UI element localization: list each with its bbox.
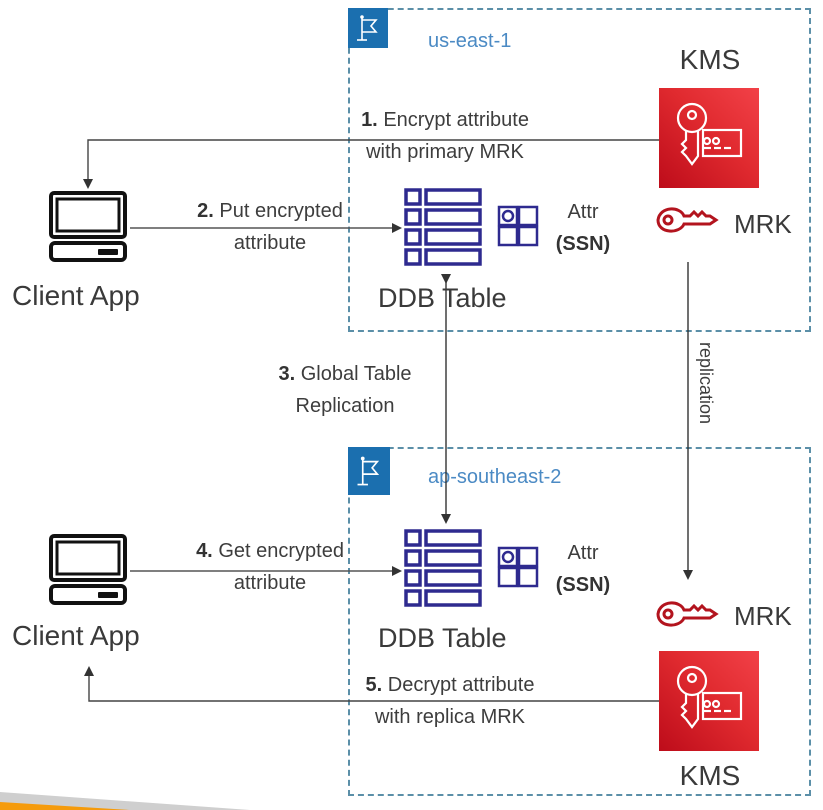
key-card-icon xyxy=(676,102,743,166)
kms-label-bottom: KMS xyxy=(679,760,741,791)
region-flag-us-east-1 xyxy=(348,8,388,48)
client-app-icon-bottom xyxy=(49,534,127,605)
region-us-east-1 xyxy=(348,8,811,332)
dynamodb-table-icon-bottom xyxy=(404,529,482,607)
mrk-label-bottom: MRK xyxy=(734,601,792,631)
ddb-table-label-top: DDB Table xyxy=(378,283,507,313)
decorative-stripe-gray xyxy=(0,792,250,810)
step-3-number: 3. xyxy=(278,363,296,385)
region-ap-southeast-2 xyxy=(348,447,811,796)
attr-value-bottom: (SSN) xyxy=(555,574,611,596)
step-1-label: 1. Encrypt attribute with primary MRK xyxy=(330,104,560,168)
ddb-table-label-bottom: DDB Table xyxy=(378,623,507,653)
attr-name-bottom: Attr xyxy=(567,542,599,564)
region-label-us-east-1: us-east-1 xyxy=(428,30,512,52)
mrk-label-top: MRK xyxy=(734,209,792,239)
dynamodb-table-icon-top xyxy=(404,188,482,266)
step-4-line1: Get encrypted xyxy=(218,540,344,562)
step-2-line2: attribute xyxy=(233,232,307,254)
attr-label-top: Attr (SSN) xyxy=(548,196,618,260)
kms-icon-top xyxy=(659,88,759,188)
kms-label-top: KMS xyxy=(679,44,741,75)
step-2-number: 2. xyxy=(197,200,214,222)
step-5-label: 5. Decrypt attribute with replica MRK xyxy=(335,669,565,733)
step-5-line2: with replica MRK xyxy=(374,706,526,728)
flag-icon xyxy=(357,15,378,41)
decorative-stripe-orange xyxy=(0,802,130,810)
step-3-line2: Replication xyxy=(295,395,395,417)
step-4-label: 4. Get encrypted attribute xyxy=(160,535,380,599)
key-card-icon xyxy=(676,665,743,729)
attr-label-bottom: Attr (SSN) xyxy=(548,537,618,601)
region-label-ap-southeast-2: ap-southeast-2 xyxy=(428,466,562,488)
flag-icon xyxy=(357,456,380,486)
step-3-line1: Global Table xyxy=(300,363,412,385)
step-1-number: 1. xyxy=(361,109,378,131)
step-3-label: 3. Global Table Replication xyxy=(245,358,445,422)
step-4-line2: attribute xyxy=(233,572,307,594)
step-5-line1: Decrypt attribute xyxy=(387,674,535,696)
step-5-number: 5. xyxy=(365,674,383,696)
attribute-icon-top xyxy=(497,205,539,247)
kms-icon-bottom xyxy=(659,651,759,751)
region-flag-ap-southeast-2 xyxy=(348,447,390,495)
client-app-icon-top xyxy=(49,191,127,262)
step-2-line1: Put encrypted xyxy=(219,200,343,222)
arrow-step-1 xyxy=(83,139,660,189)
client-app-label-bottom: Client App xyxy=(12,620,140,651)
arrow-step-5 xyxy=(84,666,660,702)
step-1-line1: Encrypt attribute xyxy=(383,109,529,131)
step-1-line2: with primary MRK xyxy=(366,141,524,163)
mrk-key-icon-top xyxy=(656,207,719,233)
attr-value-top: (SSN) xyxy=(555,233,611,255)
client-app-label-top: Client App xyxy=(12,280,140,311)
mrk-key-icon-bottom xyxy=(656,601,719,627)
mrk-replication-label: replication xyxy=(696,342,716,425)
attribute-icon-bottom xyxy=(497,546,539,588)
attr-name-top: Attr xyxy=(567,201,599,223)
step-4-number: 4. xyxy=(196,540,213,562)
step-2-label: 2. Put encrypted attribute xyxy=(160,195,380,259)
